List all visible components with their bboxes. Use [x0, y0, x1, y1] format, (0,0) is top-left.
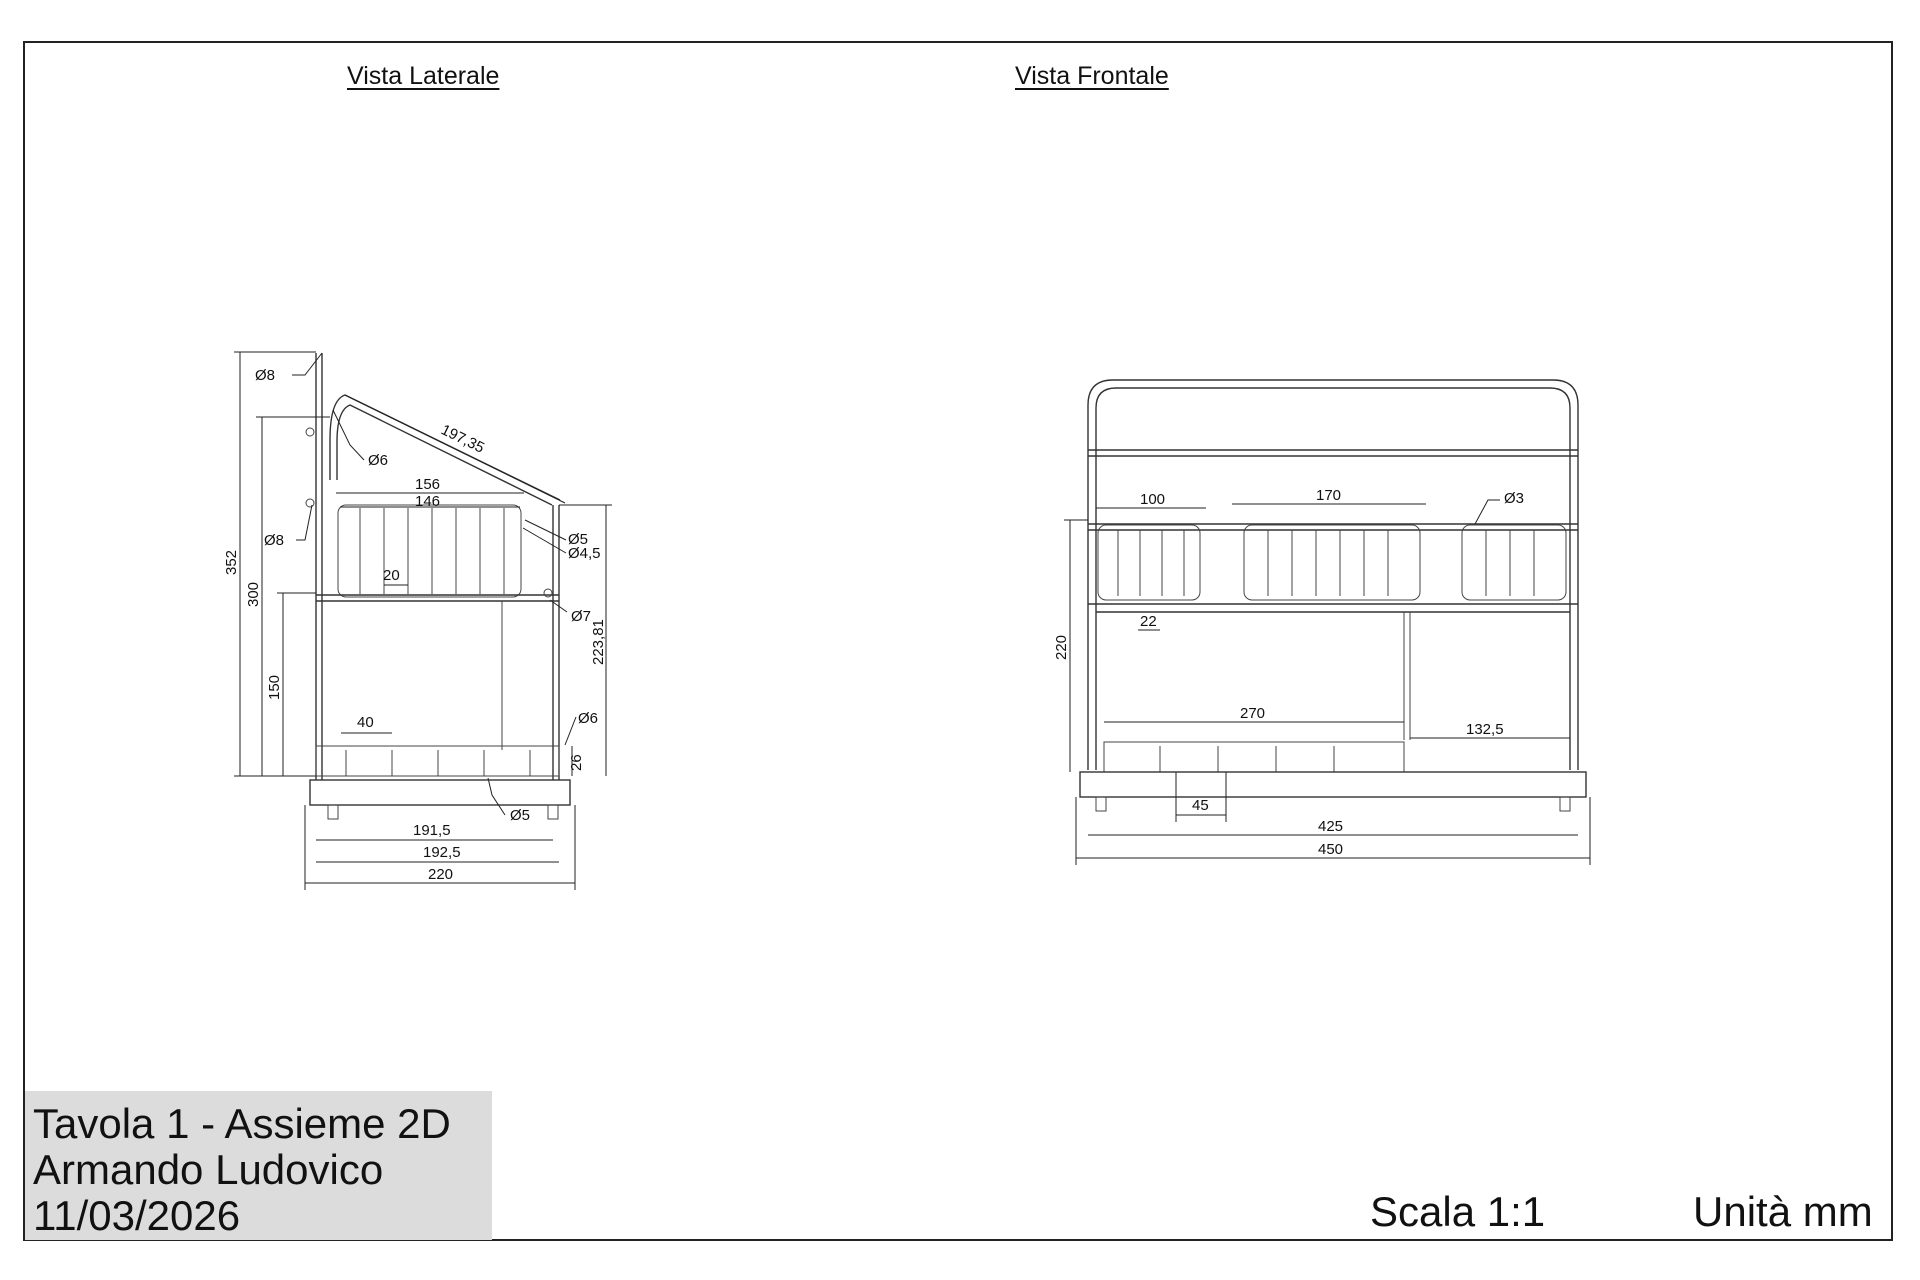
front-basket-center: [1243, 524, 1421, 601]
leader-d8: [296, 504, 313, 541]
front-tray-bars: [1159, 746, 1335, 772]
front-basket-right: [1461, 524, 1567, 601]
front-basket-bars: [1117, 530, 1535, 596]
side-hole-front: [543, 588, 553, 598]
drawing-date: 11/03/2026: [33, 1192, 241, 1239]
dim-label: Ø8: [264, 532, 284, 549]
front-bottom-tray: [1103, 741, 1405, 773]
dim-label: 26: [568, 754, 585, 771]
sheet-frame: [23, 41, 1893, 1241]
leader-d45: [522, 527, 567, 554]
dim-label: 170: [1316, 487, 1341, 504]
dim-label: 352: [223, 550, 240, 575]
leader-d5-bottom: [487, 777, 506, 816]
side-basket: [337, 504, 522, 598]
leader-d8-top: [292, 352, 323, 376]
dim-label: Ø6: [578, 710, 598, 727]
dim-label: Ø5: [568, 531, 588, 548]
units-label: Unità mm: [1693, 1188, 1873, 1235]
dim-line-197: [344, 394, 566, 504]
scale-label: Scala 1:1: [1370, 1188, 1546, 1235]
front-foot-right: [1559, 796, 1571, 812]
side-hole-middle: [305, 498, 315, 508]
dim-label: 450: [1318, 841, 1343, 858]
leader-d5: [524, 519, 567, 541]
dim-label: Ø6: [368, 452, 388, 469]
dim-label: Ø7: [571, 608, 591, 625]
leader-d6: [332, 409, 365, 461]
front-view-title: Vista Frontale: [1015, 62, 1169, 90]
leader-d7: [549, 599, 568, 613]
front-basket-left: [1097, 524, 1201, 601]
dim-label: Ø3: [1504, 490, 1524, 507]
dim-label: 156: [415, 476, 440, 493]
dim-label: 146: [415, 493, 440, 510]
side-view-title: Vista Laterale: [347, 62, 500, 90]
leader-d6-bottom: [564, 716, 577, 746]
dim-label: 132,5: [1466, 721, 1504, 738]
dim-label: 270: [1240, 705, 1265, 722]
dim-label: 220: [1053, 635, 1070, 660]
drawing-title: Tavola 1 - Assieme 2D: [33, 1100, 451, 1147]
dim-label: 220: [428, 866, 453, 883]
leader-d3: [1474, 499, 1500, 525]
side-foot-left: [327, 804, 339, 820]
side-hole-top: [305, 427, 315, 437]
dim-label: 22: [1140, 613, 1157, 630]
front-foot-left: [1095, 796, 1107, 812]
front-handle: [1087, 379, 1579, 448]
dim-label: 192,5: [423, 844, 461, 861]
dim-label: 150: [266, 675, 283, 700]
dim-label: Ø5: [510, 807, 530, 824]
title-block: Tavola 1 - Assieme 2D Armando Ludovico 1…: [25, 1091, 492, 1240]
dim-label: 191,5: [413, 822, 451, 839]
side-top-bar: [329, 394, 561, 501]
dim-label: 425: [1318, 818, 1343, 835]
side-foot-right: [547, 804, 559, 820]
front-base: [1079, 771, 1587, 798]
dim-label: 300: [245, 582, 262, 607]
dim-label: Ø4,5: [568, 545, 601, 562]
front-handle-inner: [1095, 387, 1571, 448]
dim-label: Ø8: [255, 367, 275, 384]
side-base: [309, 779, 571, 806]
dim-label: 20: [383, 567, 400, 584]
author-name: Armando Ludovico: [33, 1146, 384, 1193]
side-top-bar-inner: [336, 404, 553, 506]
dim-label: 40: [357, 714, 374, 731]
dim-label: 45: [1192, 797, 1209, 814]
dim-label: 223,81: [590, 619, 607, 665]
dim-label: 100: [1140, 491, 1165, 508]
